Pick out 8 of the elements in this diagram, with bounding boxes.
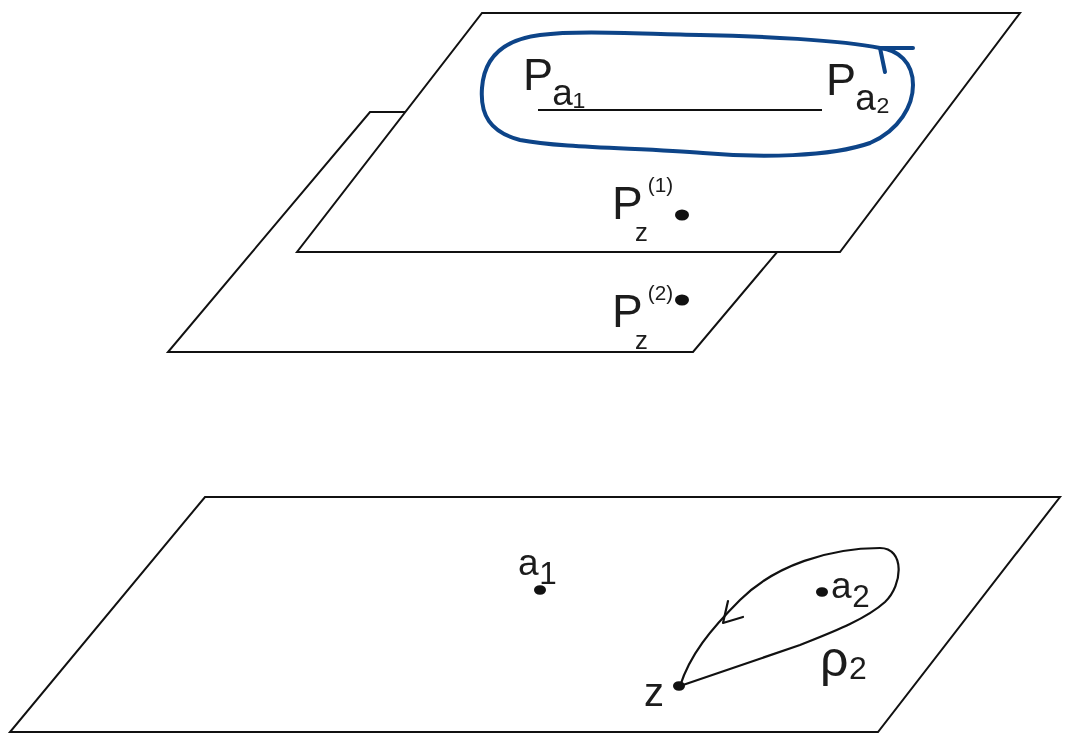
point-label: P$_{a₁}$ — [523, 52, 586, 112]
plane-sheet — [10, 497, 1060, 732]
point-label: a$_{2}$ — [831, 567, 870, 613]
point-label: z — [644, 672, 664, 712]
point-label: a$_{1}$ — [518, 544, 557, 590]
path-label: ρ$_{2}$ — [820, 634, 867, 685]
plane-sheet — [297, 13, 1020, 252]
point-label: P$_{a₂}$ — [826, 57, 891, 117]
